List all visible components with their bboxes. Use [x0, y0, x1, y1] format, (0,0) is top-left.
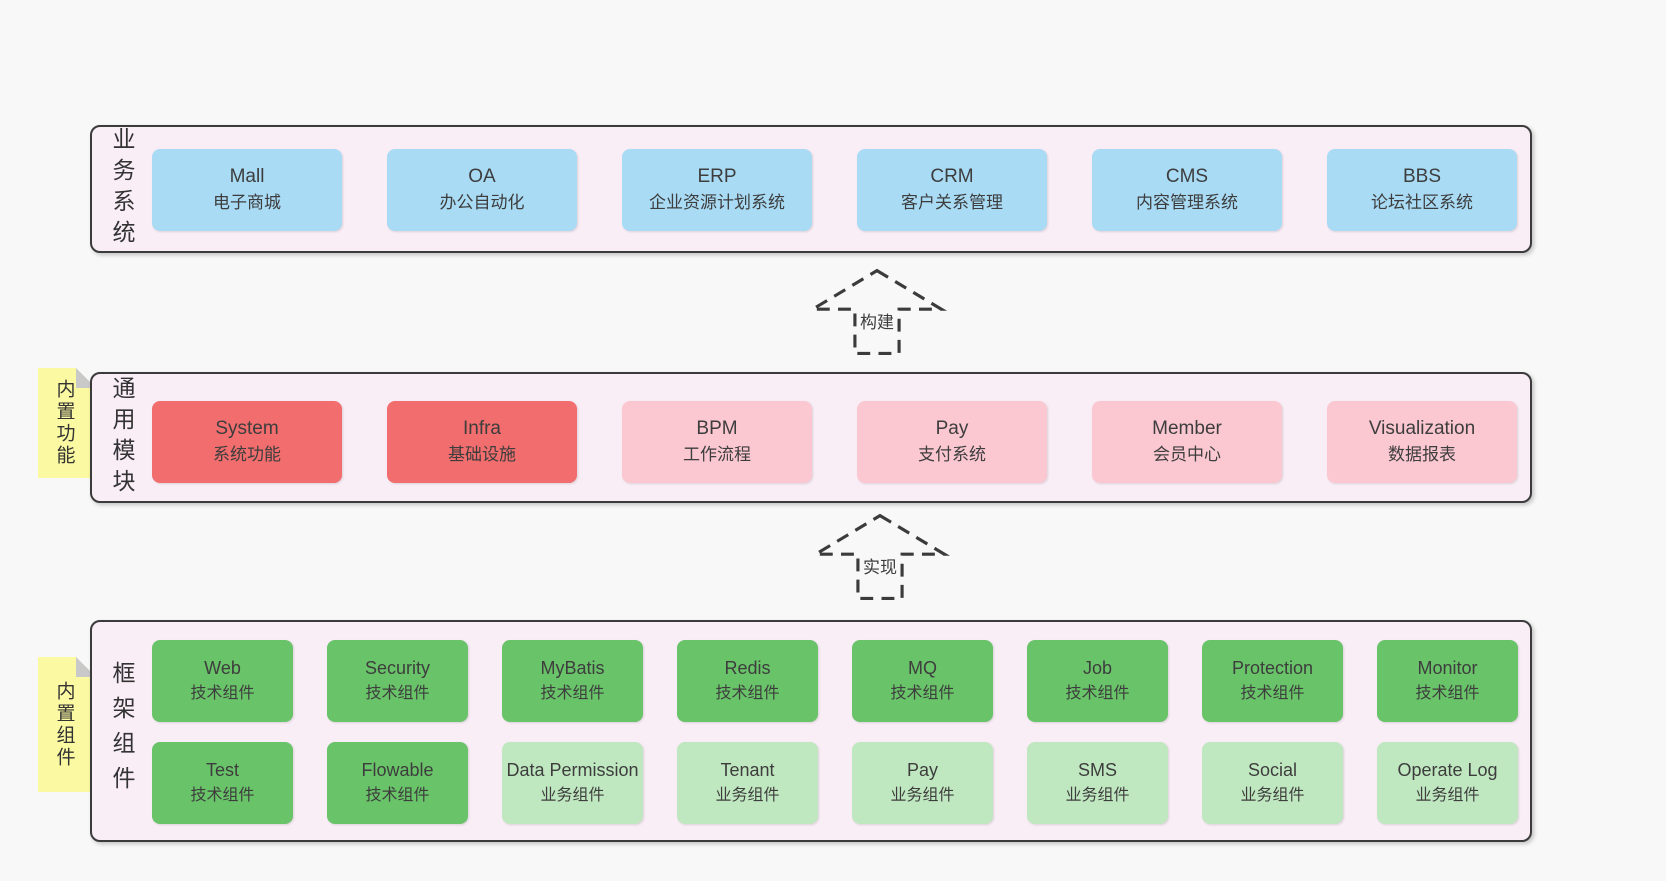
box-desc: 技术组件	[365, 685, 430, 702]
box-title: SMS	[1077, 760, 1117, 780]
box-data-permission: Data Permission 业务组件	[502, 742, 643, 824]
box-title: Member	[1152, 418, 1222, 439]
built-in-features-tab-label: 内置功能	[53, 379, 75, 467]
box-title: BPM	[696, 418, 738, 439]
implement-arrow-label: 实现	[860, 553, 900, 578]
box-desc: 技术组件	[365, 787, 430, 804]
box-pay-component: Pay 业务组件	[852, 742, 993, 824]
built-in-components-tab-label: 内置组件	[53, 680, 75, 769]
box-social: Social 业务组件	[1202, 742, 1343, 824]
box-desc: 数据报表	[1388, 445, 1456, 464]
box-title: Tenant	[720, 760, 775, 780]
box-job: Job 技术组件	[1027, 640, 1168, 722]
common-modules-label: 通用模块	[109, 375, 135, 500]
box-desc: 业务组件	[1240, 787, 1305, 804]
built-in-components-tab: 内置组件	[38, 657, 96, 792]
box-desc: 技术组件	[1065, 685, 1130, 702]
framework-components-panel: 框架组件 Web 技术组件 Security 技术组件 MyBatis 技术组件…	[90, 620, 1532, 842]
box-protection: Protection 技术组件	[1202, 640, 1343, 722]
box-desc: 工作流程	[683, 445, 751, 464]
box-system: System 系统功能	[152, 401, 342, 483]
box-title: Monitor	[1417, 658, 1478, 678]
box-title: Job	[1082, 658, 1113, 678]
box-crm: CRM 客户关系管理	[857, 149, 1047, 231]
box-desc: 会员中心	[1153, 445, 1221, 464]
box-title: Pay	[935, 418, 969, 439]
box-title: CMS	[1165, 166, 1209, 187]
box-desc: 基础设施	[448, 445, 516, 464]
box-desc: 业务组件	[890, 787, 955, 804]
box-erp: ERP 企业资源计划系统	[622, 149, 812, 231]
box-desc: 电子商城	[213, 193, 281, 212]
box-security: Security 技术组件	[327, 640, 468, 722]
box-desc: 系统功能	[213, 445, 281, 464]
box-sms: SMS 业务组件	[1027, 742, 1168, 824]
build-arrow-label: 构建	[857, 308, 897, 333]
box-title: OA	[468, 166, 496, 187]
built-in-features-tab: 内置功能	[38, 368, 96, 478]
box-desc: 技术组件	[1415, 685, 1480, 702]
box-bbs: BBS 论坛社区系统	[1327, 149, 1517, 231]
box-desc: 技术组件	[715, 685, 780, 702]
box-title: Flowable	[361, 760, 434, 780]
box-monitor: Monitor 技术组件	[1377, 640, 1518, 722]
box-tenant: Tenant 业务组件	[677, 742, 818, 824]
box-title: Pay	[906, 760, 939, 780]
box-desc: 业务组件	[715, 787, 780, 804]
box-desc: 企业资源计划系统	[649, 193, 785, 212]
box-title: BBS	[1402, 166, 1442, 187]
box-mq: MQ 技术组件	[852, 640, 993, 722]
box-desc: 内容管理系统	[1136, 193, 1238, 212]
box-mall: Mall 电子商城	[152, 149, 342, 231]
framework-components-label: 框架组件	[109, 661, 135, 801]
business-systems-label: 业务系统	[109, 127, 135, 251]
box-member: Member 会员中心	[1092, 401, 1282, 483]
box-desc: 技术组件	[890, 685, 955, 702]
box-title: Data Permission	[506, 760, 639, 780]
common-modules-panel: 通用模块 System 系统功能 Infra 基础设施 BPM 工作流程 Pay…	[90, 372, 1532, 503]
box-title: System	[215, 418, 279, 439]
box-title: Security	[364, 658, 431, 678]
box-desc: 业务组件	[540, 787, 605, 804]
box-title: CRM	[930, 166, 974, 187]
box-title: Infra	[462, 418, 502, 439]
box-cms: CMS 内容管理系统	[1092, 149, 1282, 231]
box-desc: 办公自动化	[439, 193, 525, 212]
box-title: Social	[1247, 760, 1298, 780]
box-desc: 技术组件	[1240, 685, 1305, 702]
box-desc: 业务组件	[1065, 787, 1130, 804]
box-mybatis: MyBatis 技术组件	[502, 640, 643, 722]
box-title: ERP	[697, 166, 737, 187]
box-title: Protection	[1231, 658, 1314, 678]
box-visualization: Visualization 数据报表	[1327, 401, 1517, 483]
box-desc: 客户关系管理	[901, 193, 1003, 212]
box-title: MyBatis	[540, 658, 605, 678]
box-title: Visualization	[1368, 418, 1476, 439]
box-desc: 论坛社区系统	[1371, 193, 1473, 212]
box-infra: Infra 基础设施	[387, 401, 577, 483]
build-arrow: 构建	[797, 266, 957, 358]
box-title: Test	[205, 760, 239, 780]
box-title: Mall	[229, 166, 265, 187]
box-desc: 业务组件	[1415, 787, 1480, 804]
box-flowable: Flowable 技术组件	[327, 742, 468, 824]
business-systems-panel: 业务系统 Mall 电子商城 OA 办公自动化 ERP 企业资源计划系统 CRM…	[90, 125, 1532, 253]
box-operate-log: Operate Log 业务组件	[1377, 742, 1518, 824]
box-desc: 技术组件	[190, 787, 255, 804]
box-redis: Redis 技术组件	[677, 640, 818, 722]
box-bpm: BPM 工作流程	[622, 401, 812, 483]
box-test: Test 技术组件	[152, 742, 293, 824]
box-web: Web 技术组件	[152, 640, 293, 722]
box-oa: OA 办公自动化	[387, 149, 577, 231]
box-desc: 技术组件	[190, 685, 255, 702]
box-desc: 技术组件	[540, 685, 605, 702]
box-title: Redis	[724, 658, 771, 678]
box-title: Web	[204, 658, 241, 678]
box-desc: 支付系统	[918, 445, 986, 464]
implement-arrow: 实现	[800, 511, 960, 603]
box-title: Operate Log	[1397, 760, 1498, 780]
box-title: MQ	[908, 658, 937, 678]
box-pay: Pay 支付系统	[857, 401, 1047, 483]
